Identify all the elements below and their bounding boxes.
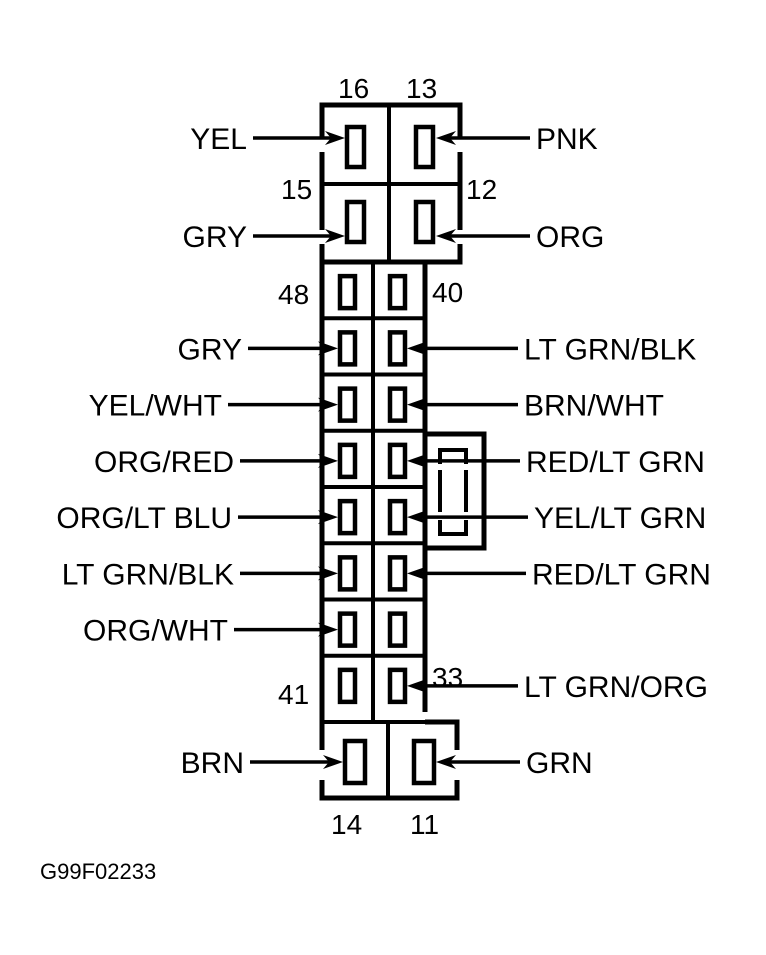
pin-left-row-2 <box>337 330 358 367</box>
wire-left-row-5-arrow-icon <box>318 510 338 525</box>
wire-pin15-arrow-icon <box>325 229 345 243</box>
pin-12 <box>413 199 436 245</box>
wire-right-row-6-arrow-icon <box>407 566 427 581</box>
middle-block: 48 40 41 33 <box>278 262 487 722</box>
pin-number-11: 11 <box>410 809 439 840</box>
wire-pin11-arrow-icon <box>436 755 456 769</box>
wire-pin15-label: GRY <box>183 221 247 254</box>
pin-right-row-3 <box>387 386 408 423</box>
middle-pins <box>337 273 408 705</box>
wire-right-row-8-label: LT GRN/ORG <box>524 671 708 704</box>
pin-number-41: 41 <box>278 679 309 710</box>
pin-right-row-1 <box>387 273 408 311</box>
pin-right-row-6 <box>387 555 408 592</box>
wire-left-row-6-arrow-icon <box>318 566 338 581</box>
wire-callouts: YEL GRY PNK ORG GRY YEL/WHT ORG/RED ORG/LT BLU L… <box>56 123 711 780</box>
wire-left-row-3-label: YEL/WHT <box>89 390 222 423</box>
top-block-frame-bottom <box>322 244 463 265</box>
wire-left-row-6-label: LT GRN/BLK <box>62 558 234 591</box>
pin-number-13: 13 <box>406 73 437 104</box>
wire-right-row-5-label: YEL/LT GRN <box>534 502 706 535</box>
wire-pin16-arrow-icon <box>325 131 345 145</box>
pin-right-row-8 <box>387 667 408 705</box>
pin-number-12: 12 <box>466 174 497 205</box>
wire-right-row-5-arrow-icon <box>407 510 427 525</box>
pin-13 <box>413 124 436 170</box>
top-block: 16 13 15 12 <box>281 73 497 265</box>
wire-left-row-4-label: ORG/RED <box>94 446 234 479</box>
pin-right-row-7 <box>387 611 408 648</box>
pin-left-row-5 <box>337 498 358 536</box>
bottom-block: 14 11 <box>319 712 460 840</box>
wire-pin12-arrow-icon <box>436 229 456 243</box>
pin-number-15: 15 <box>281 174 312 205</box>
wire-pin13-label: PNK <box>536 123 598 156</box>
wire-right-row-6-label: RED/LT GRN <box>532 558 711 591</box>
wire-right-row-4-arrow-icon <box>407 453 427 468</box>
pin-left-row-8 <box>337 667 358 705</box>
latch-inner-top <box>438 448 468 464</box>
wire-right-row-3-arrow-icon <box>407 397 427 412</box>
pin-right-row-2 <box>387 330 408 367</box>
pin-left-row-6 <box>337 555 358 592</box>
pin-15 <box>344 199 367 245</box>
pin-16 <box>344 124 367 170</box>
wire-left-row-5-label: ORG/LT BLU <box>56 502 232 535</box>
wire-left-row-7-label: ORG/WHT <box>83 615 228 648</box>
pin-right-row-5 <box>387 498 408 536</box>
wire-right-row-3-label: BRN/WHT <box>524 390 664 423</box>
wire-pin16-label: YEL <box>190 123 247 156</box>
wire-right-row-2-arrow-icon <box>407 341 427 356</box>
wire-pin14-arrow-icon <box>323 755 343 769</box>
pin-11 <box>411 738 437 786</box>
wire-left-row-2-arrow-icon <box>318 341 338 356</box>
pin-left-row-1 <box>337 273 358 311</box>
wire-pin11-label: GRN <box>526 747 593 780</box>
wire-right-row-4-label: RED/LT GRN <box>526 446 705 479</box>
wire-left-row-4-arrow-icon <box>318 453 338 468</box>
wire-right-row-8-arrow-icon <box>407 678 427 693</box>
pin-number-14: 14 <box>331 809 362 840</box>
pin-right-row-4 <box>387 442 408 480</box>
pin-14 <box>342 738 368 786</box>
wire-right-row-2-label: LT GRN/BLK <box>524 333 696 366</box>
wire-left-row-7-arrow-icon <box>318 622 338 637</box>
pin-number-48: 48 <box>278 279 309 310</box>
middle-row-dividers <box>322 316 425 658</box>
wire-pin12-label: ORG <box>536 221 604 254</box>
connector-latch <box>425 431 487 551</box>
wire-left-row-2-label: GRY <box>178 333 242 366</box>
pin-left-row-4 <box>337 442 358 480</box>
pin-number-16: 16 <box>338 73 369 104</box>
pin-number-40: 40 <box>432 277 463 308</box>
bottom-block-frame-top-right <box>425 719 460 750</box>
latch-inner-bottom <box>438 520 468 536</box>
pin-number-33: 33 <box>432 662 463 693</box>
wire-pin13-arrow-icon <box>436 131 456 145</box>
pin-left-row-7 <box>337 611 358 648</box>
wire-left-row-3-arrow-icon <box>318 397 338 412</box>
wire-pin14-label: BRN <box>181 747 244 780</box>
figure-code: G99F02233 <box>40 859 156 884</box>
pin-left-row-3 <box>337 386 358 423</box>
